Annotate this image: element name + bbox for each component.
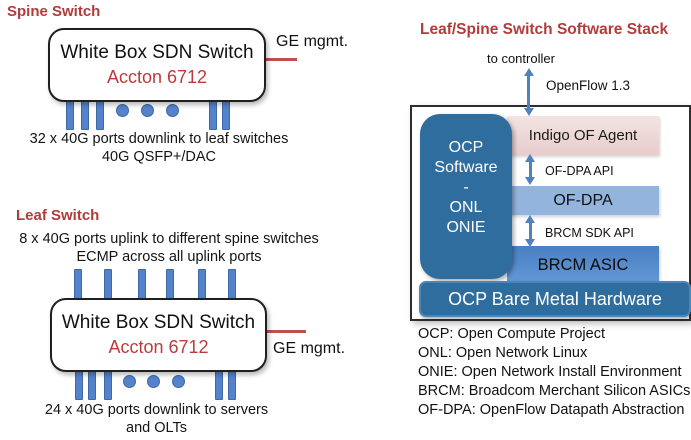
port-bar — [66, 98, 74, 130]
legend-line: BRCM: Broadcom Merchant Silicon ASICs — [418, 383, 691, 399]
spine-mgmt-line — [263, 58, 297, 61]
port-bar — [138, 269, 146, 301]
spine-ports-caption-line2: 40G QSFP+/DAC — [101, 149, 217, 165]
port-bar — [215, 368, 223, 400]
port-bar — [104, 269, 112, 301]
ellipsis-dot — [166, 104, 179, 117]
port-bar — [198, 269, 206, 301]
port-bar — [228, 269, 236, 301]
ofdpa-box: OF-DPA — [507, 186, 659, 215]
spine-ports-caption-line1: 32 x 40G ports downlink to leaf switches — [29, 131, 289, 147]
port-bar — [81, 98, 89, 130]
indigo-of-agent-label: Indigo OF Agent — [528, 127, 638, 144]
spine-switch-box: White Box SDN Switch Accton 6712 — [48, 28, 266, 102]
to-controller-label: to controller — [487, 51, 555, 66]
port-bar — [104, 368, 112, 400]
port-bar — [222, 98, 230, 130]
legend-line: OCP: Open Compute Project — [418, 326, 605, 342]
spine-switch-title: White Box SDN Switch — [60, 42, 254, 63]
port-bar — [228, 368, 236, 400]
ellipsis-dot — [172, 375, 185, 388]
acronym-legend: OCP: Open Compute Project ONL: Open Netw… — [418, 325, 690, 420]
spine-mgmt-label: GE mgmt. — [276, 33, 349, 50]
spine-switch-model: Accton 6712 — [106, 67, 208, 87]
ellipsis-dot — [147, 375, 160, 388]
spine-switch-heading: Spine Switch — [7, 3, 101, 20]
leaf-ports-caption-line2: and OLTs — [126, 420, 187, 436]
port-bar — [166, 269, 174, 301]
leaf-ports-caption-line1: 24 x 40G ports downlink to servers — [44, 402, 269, 418]
leaf-switch-heading: Leaf Switch — [16, 207, 100, 224]
legend-line: ONL: Open Network Linux — [418, 345, 588, 361]
ocp-software-box: OCP Software - ONL ONIE — [420, 114, 512, 279]
leaf-switch-box: White Box SDN Switch Accton 6712 — [50, 298, 267, 372]
leaf-switch-model: Accton 6712 — [108, 337, 209, 357]
brcm-sdk-api-label: BRCM SDK API — [545, 226, 634, 240]
port-bar — [88, 368, 96, 400]
legend-line: ONIE: Open Network Install Environment — [418, 364, 682, 380]
port-bar — [75, 368, 83, 400]
ocp-software-line: ONIE — [446, 218, 486, 236]
ellipsis-dot — [123, 375, 136, 388]
ocp-software-line: Software — [434, 158, 498, 176]
ofdpa-label: OF-DPA — [553, 191, 613, 209]
ofdpa-api-label: OF-DPA API — [545, 164, 614, 178]
ocp-software-line: - — [463, 178, 469, 196]
leaf-mgmt-line — [264, 330, 306, 333]
ocp-bare-metal-hardware-box: OCP Bare Metal Hardware — [419, 281, 691, 317]
ocp-software-line: OCP — [448, 138, 484, 156]
brcm-asic-box: BRCM ASIC — [507, 246, 659, 285]
openflow-label: OpenFlow 1.3 — [546, 78, 631, 93]
legend-line: OF-DPA: OpenFlow Datapath Abstraction — [418, 402, 685, 418]
leaf-uplink-caption-line2: ECMP across all uplink ports — [76, 249, 262, 265]
port-bar — [209, 98, 217, 130]
ocp-software-line: ONL — [449, 198, 483, 216]
openflow-arrow — [527, 76, 530, 108]
stack-heading: Leaf/Spine Switch Software Stack — [420, 21, 669, 38]
ellipsis-dot — [141, 104, 154, 117]
brcm-sdk-api-arrow — [528, 223, 532, 239]
ofdpa-api-arrow — [528, 162, 532, 177]
ocp-bare-metal-hardware-label: OCP Bare Metal Hardware — [448, 288, 662, 309]
ellipsis-dot — [116, 104, 129, 117]
leaf-switch-title: White Box SDN Switch — [61, 312, 256, 333]
indigo-of-agent-box: Indigo OF Agent — [507, 116, 659, 155]
port-bar — [74, 269, 82, 301]
port-bar — [96, 98, 104, 130]
brcm-asic-label: BRCM ASIC — [537, 256, 629, 274]
stack-outer-box: OCP Software - ONL ONIE Indigo OF Agent … — [410, 105, 691, 321]
leaf-mgmt-label: GE mgmt. — [273, 340, 346, 357]
leaf-uplink-caption-line1: 8 x 40G ports uplink to different spine … — [19, 231, 319, 247]
